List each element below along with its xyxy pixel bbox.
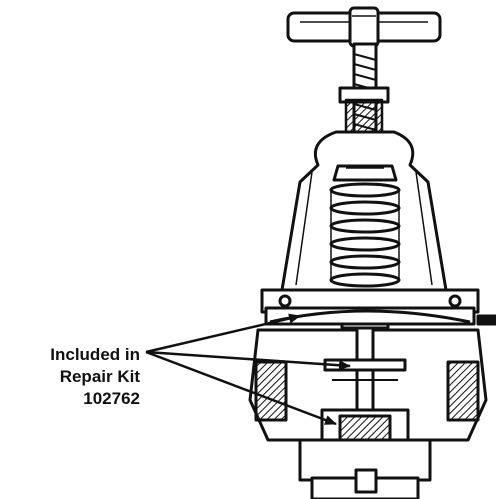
regulator-body: [248, 6, 496, 499]
callout-line-included-in: Included in: [50, 345, 140, 364]
bottom-cap: [298, 438, 432, 499]
callout-arrows: [145, 313, 351, 426]
inlet-port: [254, 360, 288, 422]
t-handle: [286, 6, 442, 48]
range-spring: [329, 182, 401, 288]
callout-line-repair-kit: Repair Kit: [59, 367, 140, 386]
spring-button: [332, 164, 398, 182]
repair-kit-callout: Included in Repair Kit 102762: [0, 344, 140, 410]
arrow-to-diaphragm: [145, 313, 301, 354]
body-flange: [260, 288, 496, 326]
callout-line-part-number: 102762: [83, 389, 140, 408]
arrow-to-seat: [145, 350, 337, 426]
outlet-port: [446, 360, 480, 422]
arrow-to-stem: [145, 350, 351, 371]
